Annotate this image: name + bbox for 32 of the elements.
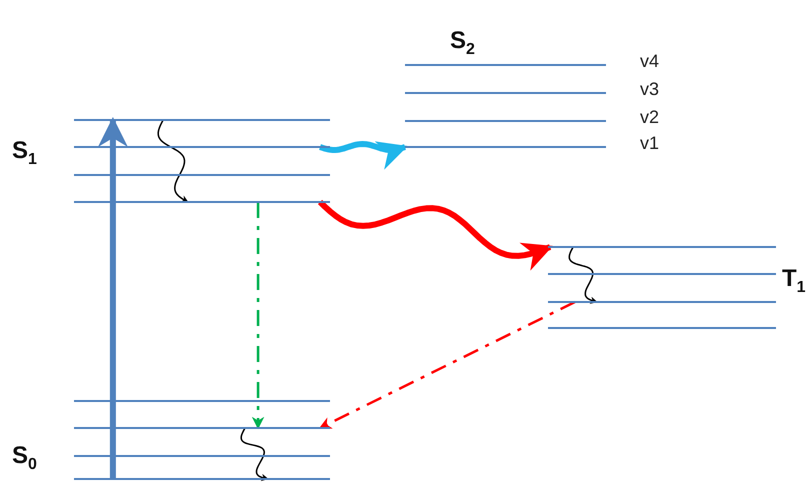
dashed-arrow	[252, 202, 264, 430]
state-label: S$_{2}$	[450, 28, 475, 60]
energy-level-line	[548, 246, 776, 248]
wavy-arrow	[240, 428, 269, 482]
energy-level-line	[74, 174, 330, 176]
arrow	[98, 117, 128, 479]
vibrational-level-label: v2	[640, 107, 660, 127]
energy-level-line	[548, 301, 776, 303]
energy-level-line	[74, 119, 330, 121]
state-label: S$_{1}$	[12, 138, 37, 170]
energy-level-line	[74, 427, 330, 429]
energy-level-line	[74, 146, 330, 148]
energy-level-line	[405, 64, 606, 66]
wavy-arrow	[319, 141, 408, 170]
energy-level-line	[405, 92, 606, 94]
energy-level-line	[405, 120, 606, 122]
state-label: S$_{0}$	[12, 443, 37, 475]
wavy-arrow	[318, 200, 553, 271]
vibrational-level-label: v4	[640, 51, 660, 71]
energy-level-line	[74, 201, 330, 203]
energy-level-line	[74, 478, 330, 480]
dashed-arrow	[318, 300, 576, 430]
wavy-arrow	[157, 120, 189, 203]
energy-level-line	[548, 273, 776, 275]
wavy-arrow	[568, 246, 598, 304]
energy-level-line	[405, 146, 606, 148]
state-label: T$_{1}$	[782, 266, 806, 298]
vibrational-level-label: v3	[640, 79, 660, 99]
energy-level-line	[548, 327, 776, 329]
vibrational-level-label: v1	[640, 133, 660, 153]
energy-level-line	[74, 400, 330, 402]
energy-level-line	[74, 455, 330, 457]
